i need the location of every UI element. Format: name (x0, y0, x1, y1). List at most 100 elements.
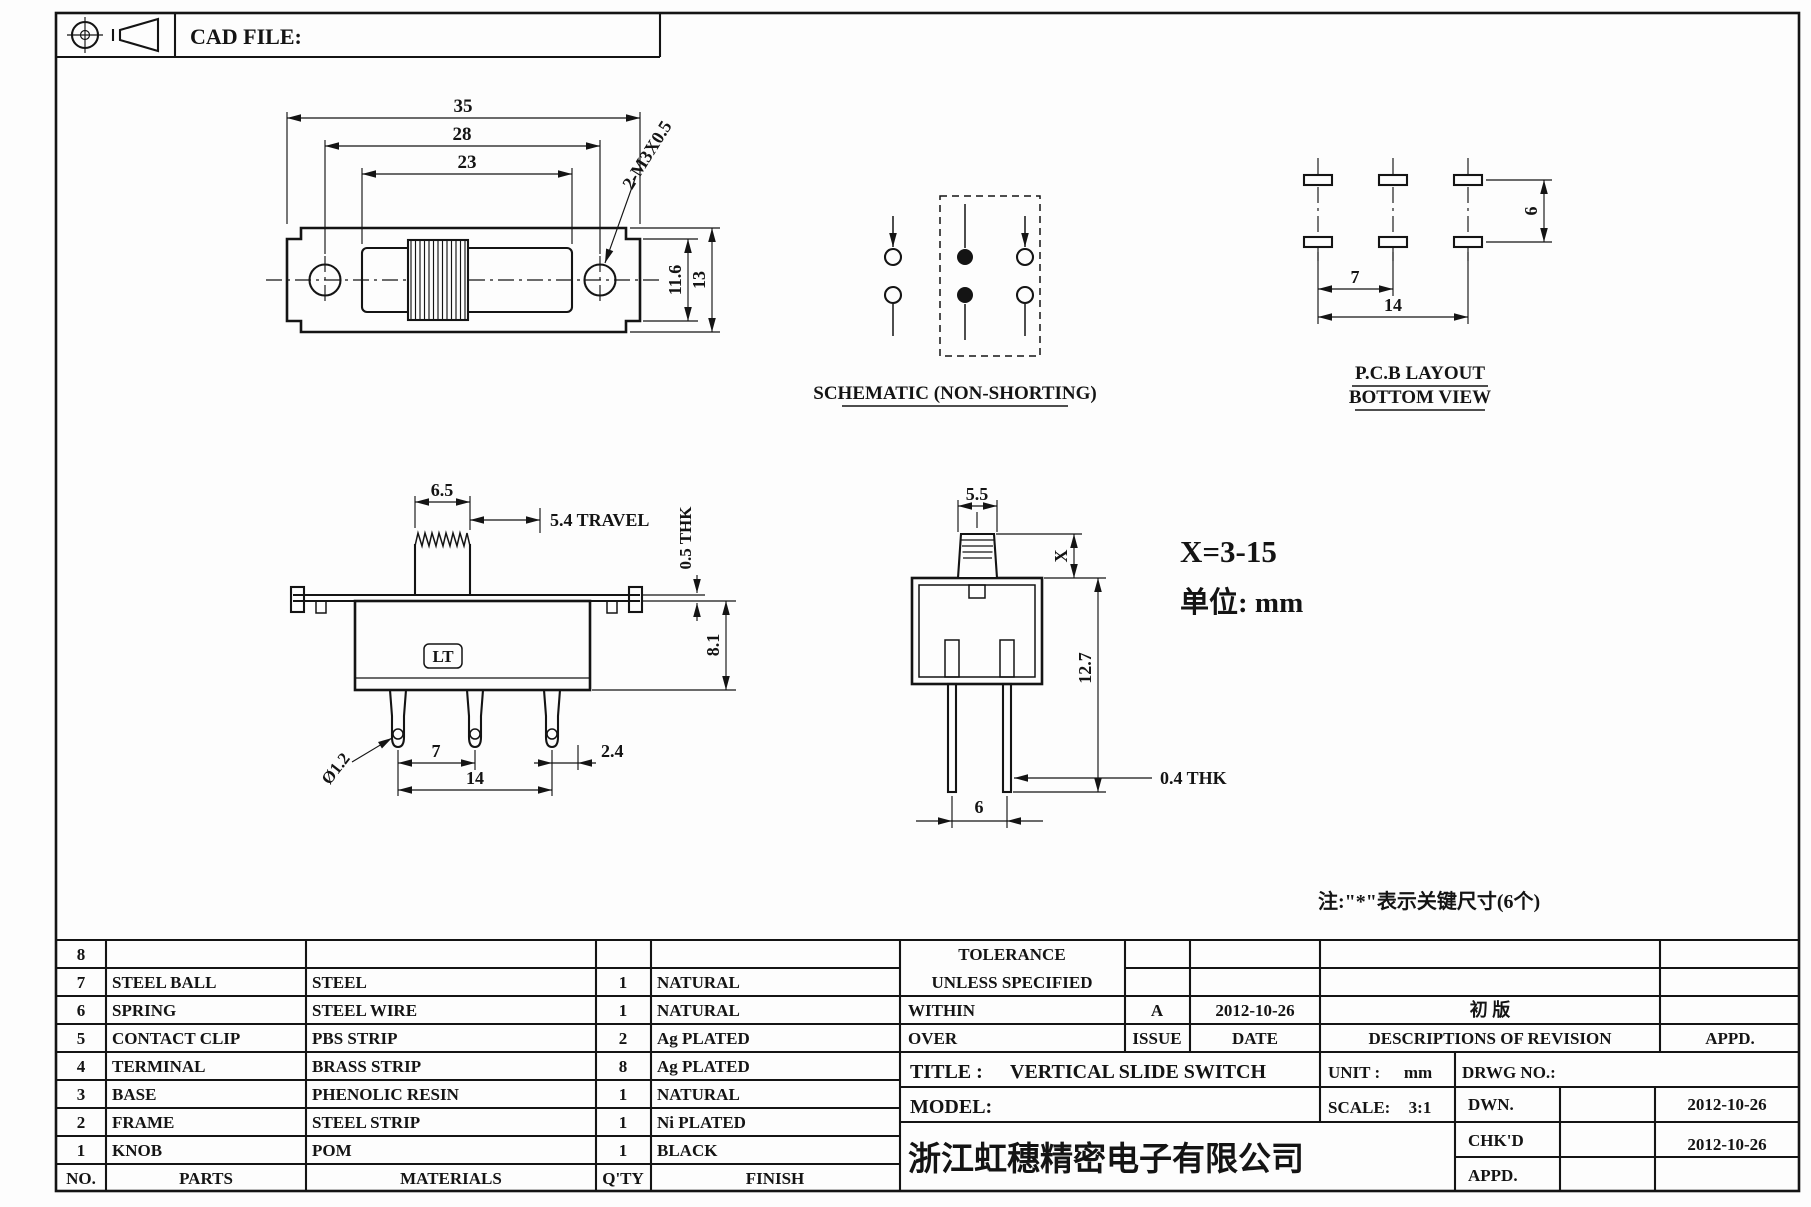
pcb-pad (1302, 173, 1334, 187)
appd-column-label: APPD. (1705, 1029, 1755, 1048)
unit-label: UNIT : (1328, 1063, 1380, 1082)
within-label: WITHIN (908, 1001, 976, 1020)
bom-header-parts: PARTS (179, 1169, 233, 1188)
dim-8-1: 8.1 (703, 634, 723, 657)
switch-body-side (353, 599, 592, 692)
frame-tab-right (606, 600, 618, 614)
dim-23: 23 (458, 152, 477, 173)
contact-common (957, 249, 973, 265)
bom-no: 4 (77, 1057, 86, 1076)
center-slot (968, 584, 986, 599)
bom-no: 3 (77, 1085, 86, 1104)
bom-header-qty: Q'TY (602, 1169, 644, 1188)
dim-x: X (1051, 550, 1071, 563)
pcb-pad (1302, 235, 1334, 249)
inner-contact (944, 639, 960, 678)
bom-parts: STEEL BALL (112, 973, 216, 992)
side-view: LT 6.5 5.4 TRAVEL 0.5 THK 8.1 Ø1.2 7 (289, 480, 736, 796)
bom-parts: CONTACT CLIP (112, 1029, 240, 1048)
frame-ear-left (289, 585, 306, 614)
scale-value: 3:1 (1409, 1098, 1432, 1117)
chkd-label: CHK'D (1468, 1131, 1524, 1150)
sheet-border (54, 11, 1801, 1193)
dim-5-5: 5.5 (966, 484, 989, 504)
pcb-caption-1: P.C.B LAYOUT (1355, 363, 1485, 384)
dim-travel: 5.4 TRAVEL (550, 510, 649, 530)
dim-13: 13 (689, 271, 709, 289)
scale-label: SCALE: (1328, 1098, 1390, 1117)
pcb-dim-7: 7 (1351, 267, 1360, 287)
bom-qty: 1 (619, 973, 628, 992)
chkd-date: 2012-10-26 (1687, 1135, 1766, 1154)
pcb-pad (1377, 235, 1409, 249)
bom-finish: Ni PLATED (657, 1113, 746, 1132)
unit-note: 单位: mm (1180, 585, 1303, 619)
date-label: DATE (1232, 1029, 1278, 1048)
bom-parts: KNOB (112, 1141, 162, 1160)
pcb-pad (1452, 235, 1484, 249)
screw-leader (604, 175, 637, 264)
key-dimension-note: 注:"*"表示关键尺寸(6个) (1318, 889, 1540, 913)
frame-tab-left (315, 600, 327, 614)
bom-no: 1 (77, 1141, 86, 1160)
dim-35: 35 (454, 96, 473, 117)
revision-issue-value: A (1151, 1001, 1164, 1020)
body-cavity (918, 584, 1036, 678)
terminal (542, 689, 562, 749)
contact-open (883, 247, 903, 267)
knob-knurl-hatch (410, 241, 466, 319)
bom-header-no: NO. (66, 1169, 96, 1188)
bom-no: 2 (77, 1113, 86, 1132)
bom-no: 6 (77, 1001, 86, 1020)
bom-materials: PHENOLIC RESIN (312, 1085, 460, 1104)
bom-parts: SPRING (112, 1001, 176, 1020)
pcb-dim-6: 6 (1521, 207, 1541, 216)
bom-finish: Ag PLATED (657, 1029, 750, 1048)
dim-dia-1-2: Ø1.2 (318, 749, 354, 788)
cad-file-label: CAD FILE: (190, 24, 302, 49)
bom-finish: BLACK (657, 1141, 718, 1160)
lt-marking: LT (432, 647, 454, 666)
appd-row-label: APPD. (1468, 1166, 1518, 1185)
pcb-dim-14: 14 (1384, 295, 1402, 315)
revision-date-value: 2012-10-26 (1215, 1001, 1294, 1020)
bom-materials: PBS STRIP (312, 1029, 398, 1048)
dim-0-5-thk: 0.5 THK (676, 506, 695, 570)
bom-qty: 2 (619, 1029, 628, 1048)
tolerance-line-2: UNLESS SPECIFIED (931, 973, 1092, 992)
terminal (465, 689, 485, 749)
bom-finish: Ag PLATED (657, 1057, 750, 1076)
switch-body-end (910, 576, 1044, 686)
bom-parts: TERMINAL (112, 1057, 206, 1076)
bom-parts: BASE (112, 1085, 156, 1104)
bom-qty: 1 (619, 1085, 628, 1104)
dim-2-4: 2.4 (601, 741, 624, 761)
dwn-date: 2012-10-26 (1687, 1095, 1766, 1114)
x-range-note: X=3-15 (1180, 534, 1277, 569)
bom-qty: 8 (619, 1057, 628, 1076)
knob-knurl-lines (961, 539, 994, 559)
pcb-pad (1452, 173, 1484, 187)
leg (1001, 682, 1013, 794)
dim-14-side: 14 (466, 768, 484, 788)
schematic-caption: SCHEMATIC (NON-SHORTING) (813, 383, 1096, 404)
unit-value: mm (1404, 1063, 1432, 1082)
bom-parts: FRAME (112, 1113, 174, 1132)
tolerance-line-1: TOLERANCE (958, 945, 1065, 964)
dim-12-7: 12.7 (1075, 652, 1095, 684)
bom-header-finish: FINISH (746, 1169, 805, 1188)
table-grid (56, 938, 1800, 1192)
dim-7-side: 7 (432, 741, 441, 761)
knob-end (956, 532, 999, 580)
schematic-movable-box (939, 195, 1041, 357)
bom-materials: BRASS STRIP (312, 1057, 421, 1076)
marking-box (423, 643, 463, 669)
bom-qty: 1 (619, 1001, 628, 1020)
bom-finish: NATURAL (657, 1085, 740, 1104)
revision-description-value: 初 版 (1470, 999, 1511, 1020)
descriptions-label: DESCRIPTIONS OF REVISION (1368, 1029, 1612, 1048)
projection-symbol-cone (111, 17, 160, 53)
title-label: TITLE : (910, 1061, 983, 1083)
drwg-no-label: DRWG NO.: (1462, 1063, 1556, 1082)
